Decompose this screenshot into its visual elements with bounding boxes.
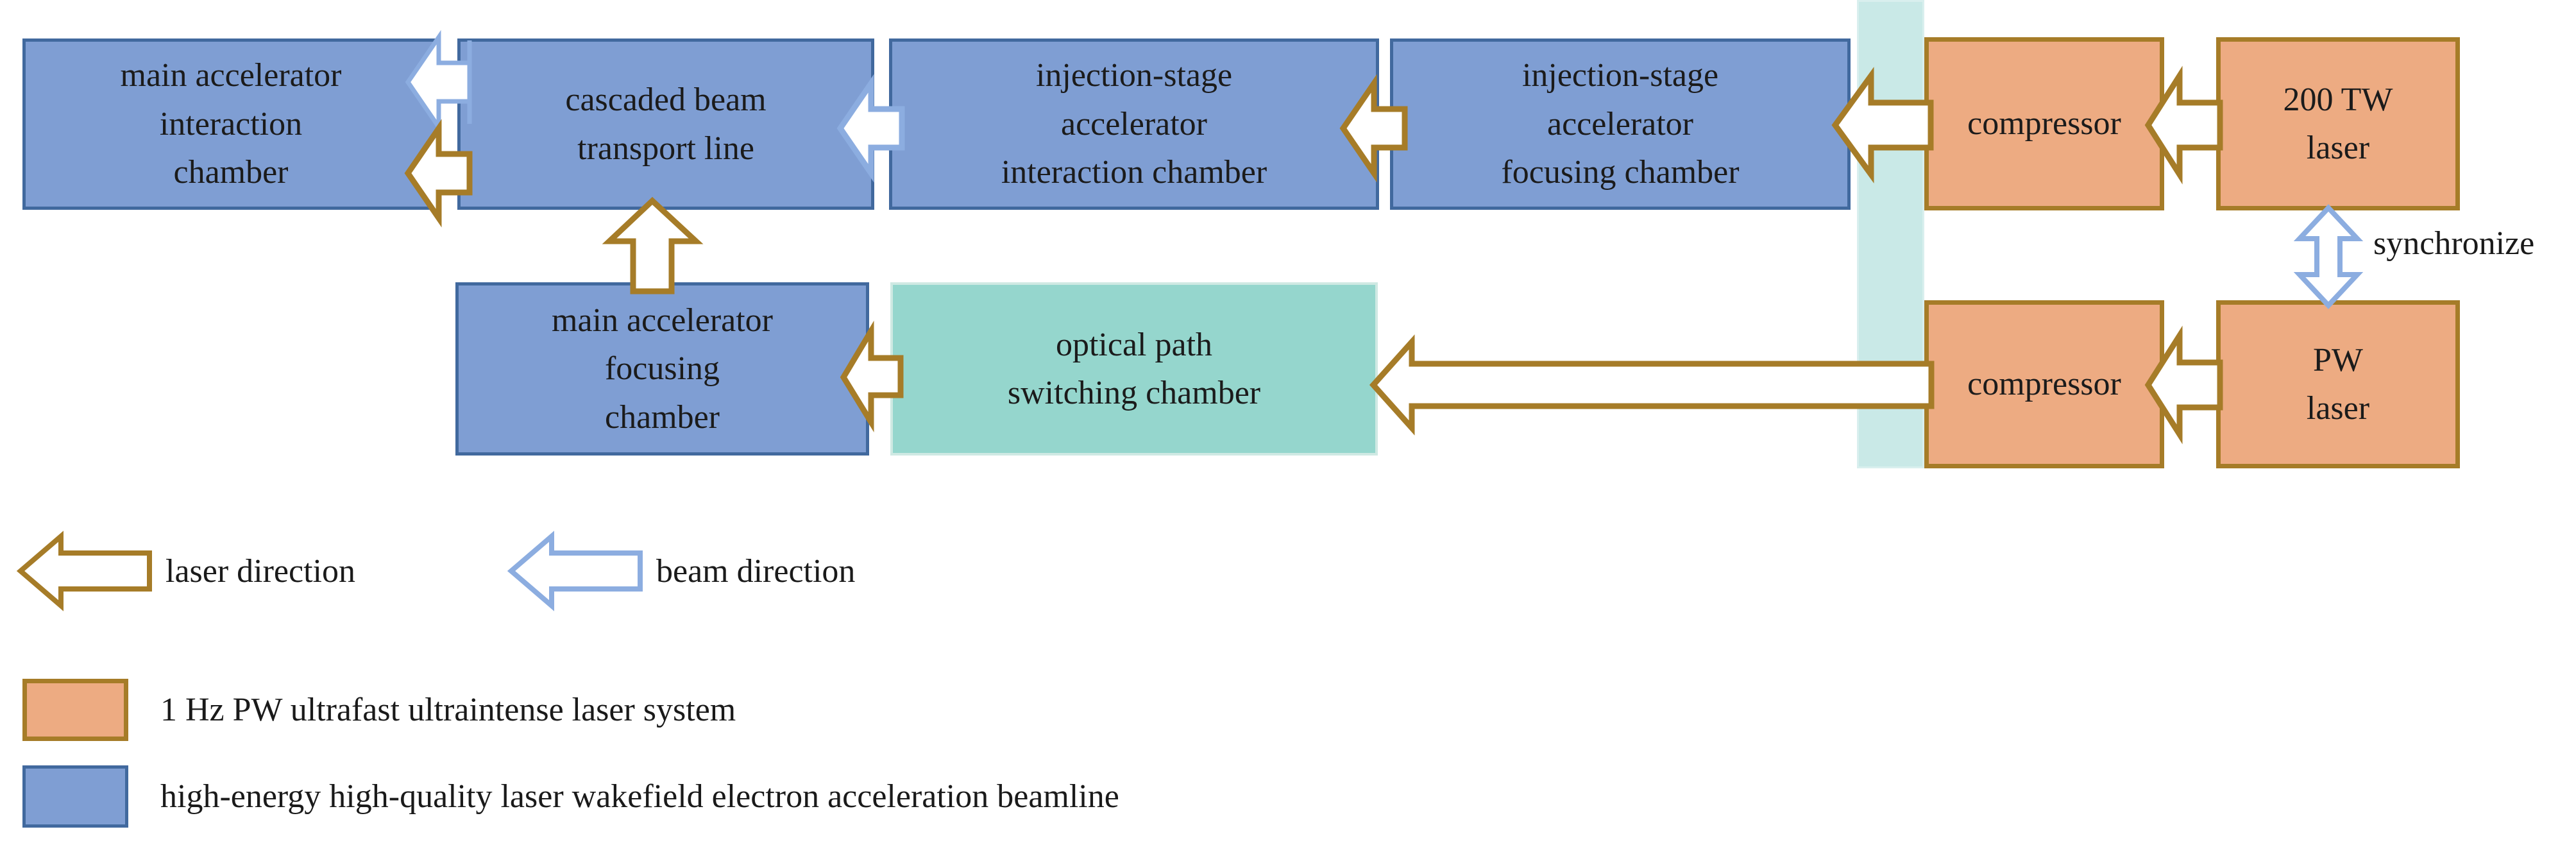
legend-lwfa-beamline-label: high-energy high-quality laser wakefield… [160,778,1119,815]
box-label-line: focusing chamber [1501,154,1740,191]
legend-laser-direction-label: laser direction [165,552,355,590]
box-label-line: interaction [159,105,303,142]
box-label-line: laser [2306,390,2370,427]
box-label-line: compressor [1967,366,2121,403]
box-label-line: optical path [1055,326,1213,363]
laser-arrow-200tw-to-compressor [2144,65,2224,185]
laser-arrow-focusing-chamber-to-transport-line [602,196,704,294]
legend-swatch-orange [22,679,128,741]
legend-pw-laser-system-label: 1 Hz PW ultrafast ultraintense laser sys… [160,692,736,728]
beam-arrow-injection-to-transport [836,74,908,183]
legend-lwfa-beamline: high-energy high-quality laser wakefield… [22,765,1119,828]
box-label-line: interaction chamber [1001,154,1267,191]
laser-arrow-focusing-to-interaction [1339,74,1411,183]
box-label-line: injection-stage [1521,57,1719,94]
legend-beam-direction: beam direction [507,531,856,611]
box-injection-stage-accelerator-interaction-chamber[interactable]: injection-stage accelerator interaction … [889,38,1379,210]
box-label-line: main accelerator [552,302,773,339]
box-injection-stage-accelerator-focusing-chamber[interactable]: injection-stage accelerator focusing cha… [1390,38,1851,210]
box-main-accelerator-interaction-chamber[interactable]: main accelerator interaction chamber [22,38,439,210]
box-pw-laser[interactable]: PW laser [2216,300,2460,468]
box-optical-path-switching-chamber[interactable]: optical path switching chamber [890,282,1378,456]
laser-direction-arrow-icon [16,531,154,611]
box-label-line: cascaded beam [565,81,767,119]
box-label-line: chamber [604,398,720,436]
laser-arrow-pw-to-compressor [2144,325,2224,445]
box-compressor-bottom[interactable]: compressor [1924,300,2164,468]
box-main-accelerator-focusing-chamber[interactable]: main accelerator focusing chamber [455,282,869,456]
box-label-line: transport line [577,130,754,167]
legend-pw-laser-system: 1 Hz PW ultrafast ultraintense laser sys… [22,679,736,741]
box-compressor-top[interactable]: compressor [1924,37,2164,210]
box-label-line: laser [2306,130,2370,166]
laser-arrow-compressor-top-to-focusing [1831,67,1934,183]
laser-arrow-optical-path-to-focusing-chamber [840,320,904,432]
box-label-line: compressor [1967,105,2121,142]
box-label-line: PW [2313,341,2363,379]
box-label-line: injection-stage [1035,57,1233,94]
laser-arrow-compressor-bottom-to-optical-path [1369,334,1935,436]
box-label-line: switching chamber [1007,375,1261,411]
beam-arrow-synchronize [2293,204,2364,309]
box-label-line: accelerator [1060,105,1207,142]
box-label-line: focusing [604,350,720,388]
box-cascaded-beam-transport-line[interactable]: cascaded beam transport line [457,38,874,210]
laser-arrow-transport-to-main-chamber [404,119,476,228]
box-label-line: 200 TW [2283,81,2393,118]
synchronize-label: synchronize [2373,225,2535,262]
box-label-line: accelerator [1546,105,1693,142]
box-label-line: main accelerator [120,57,342,94]
beam-arrow-transport-to-main-chamber [405,30,476,135]
box-200tw-laser[interactable]: 200 TW laser [2216,37,2460,210]
box-label-line: chamber [173,154,289,191]
legend-swatch-blue [22,765,128,828]
legend-beam-direction-label: beam direction [656,552,856,590]
legend-laser-direction: laser direction [16,531,355,611]
beam-direction-arrow-icon [507,531,645,611]
